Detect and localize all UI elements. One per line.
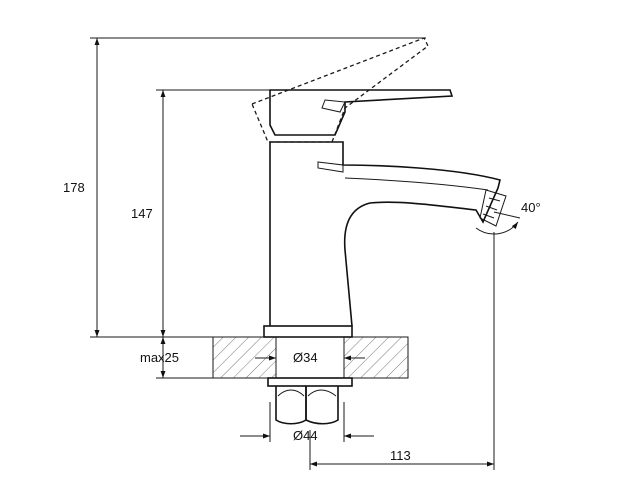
- dim-nut-diameter: Ø44: [293, 428, 318, 443]
- dimension-lines: [94, 38, 521, 467]
- handle-closed: [269, 89, 454, 136]
- dim-reach: 113: [390, 448, 411, 463]
- dim-spout-angle: 40°: [521, 200, 541, 215]
- dim-total-height: 178: [63, 180, 85, 195]
- dim-spout-height: 147: [131, 206, 153, 221]
- dim-deck-max: max25: [140, 350, 179, 365]
- extension-lines: [90, 37, 495, 470]
- dim-hole-diameter: Ø34: [293, 350, 318, 365]
- faucet-body: [263, 141, 507, 338]
